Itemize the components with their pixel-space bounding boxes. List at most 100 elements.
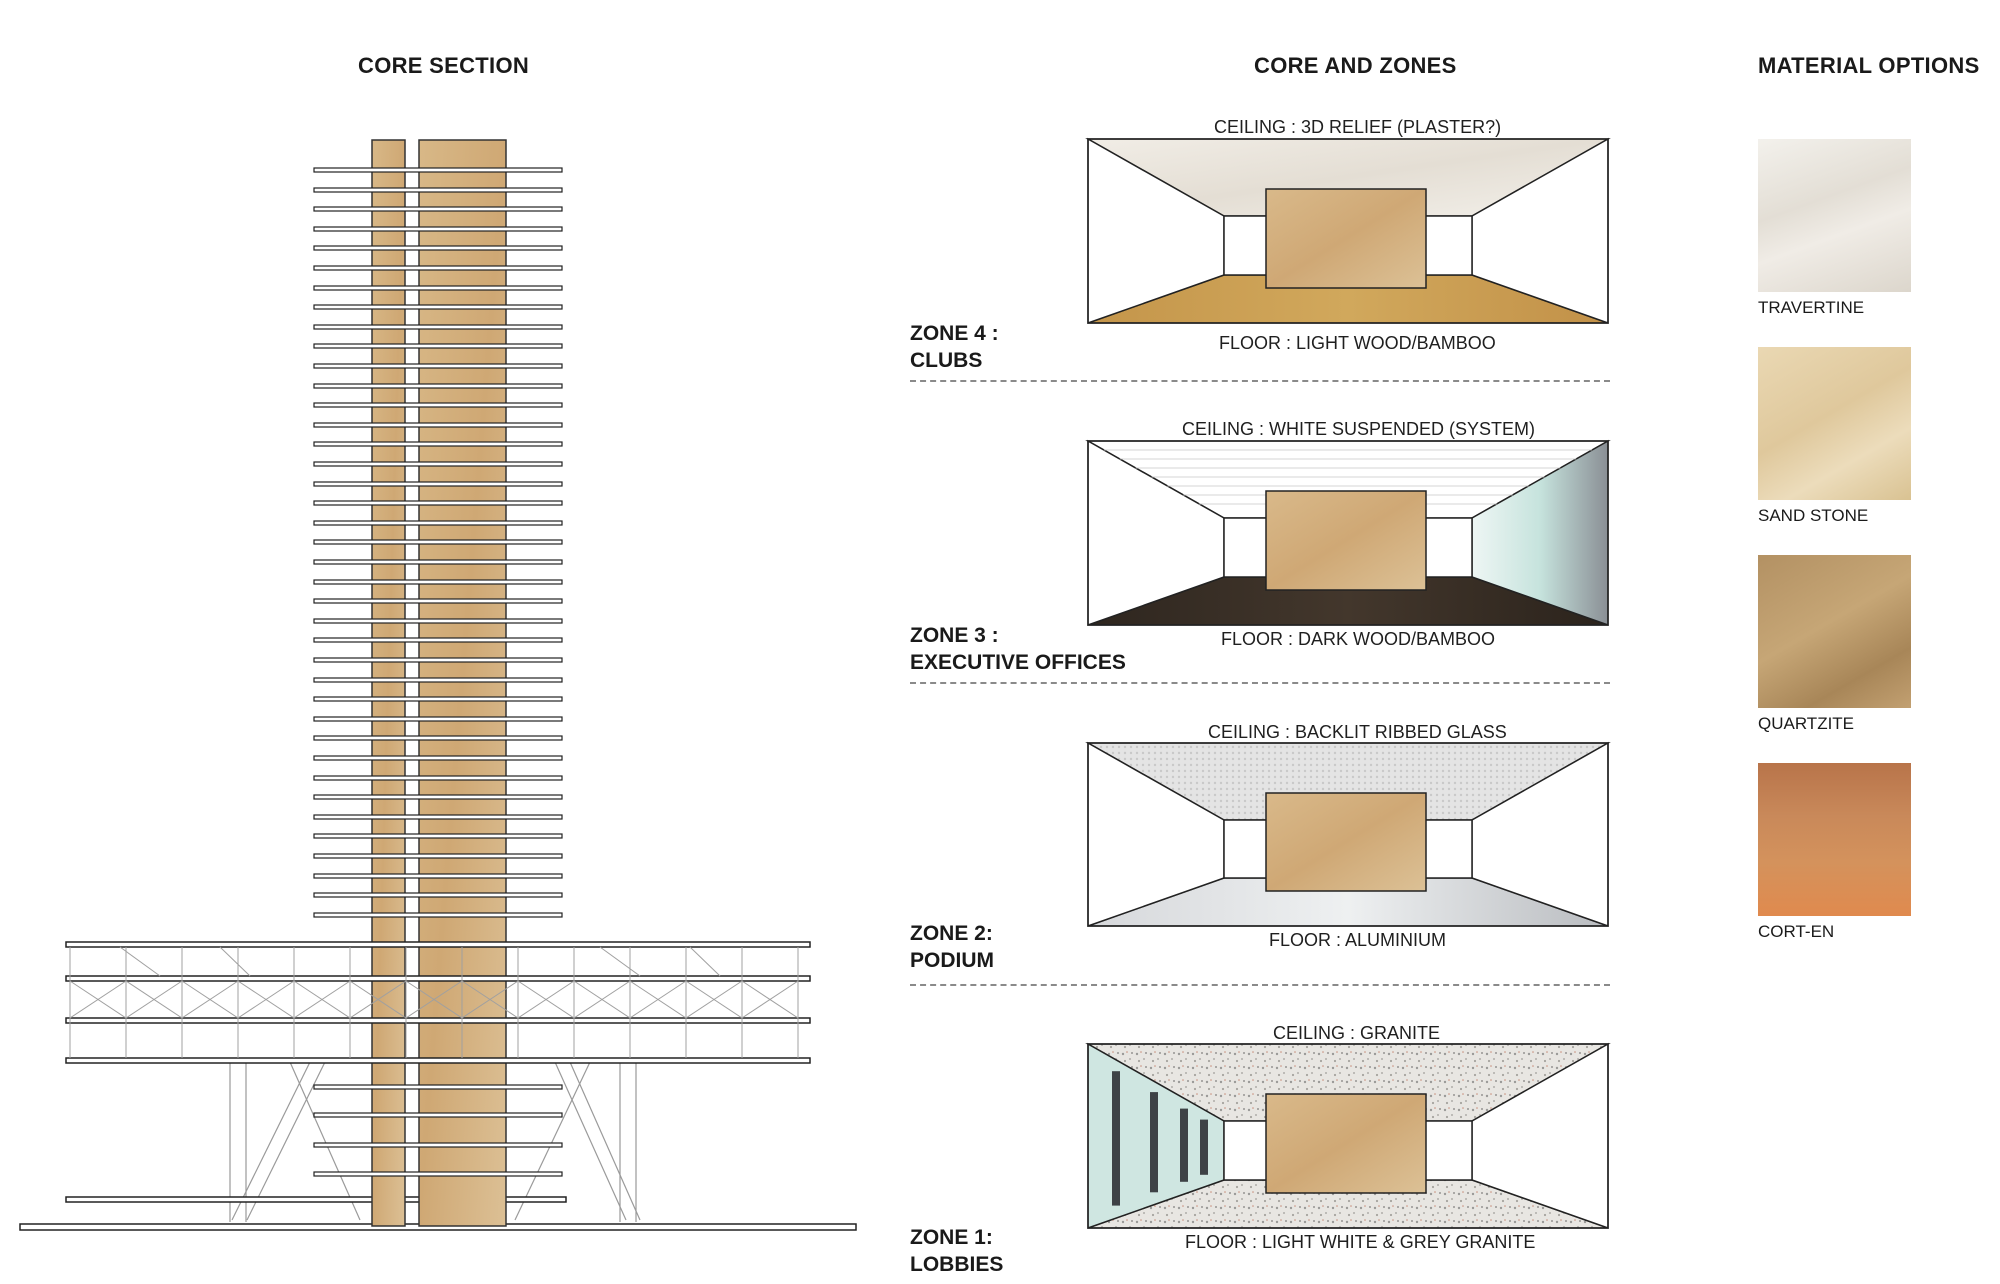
- podium-slab: [65, 975, 811, 982]
- floor-slab: [313, 1171, 563, 1177]
- cort-en-label: CORT-EN: [1758, 922, 1835, 941]
- room-left-wall: [1087, 741, 1225, 928]
- floor-slab: [313, 383, 563, 389]
- room-left-wall: [1087, 1042, 1225, 1230]
- zone-divider: [910, 984, 1610, 986]
- feature-wall: [1265, 1093, 1427, 1194]
- room-right-wall: [1471, 741, 1609, 928]
- room-frame: [1087, 1043, 1609, 1229]
- floor-slab: [313, 520, 563, 526]
- floor-slab: [313, 1112, 563, 1118]
- travertine-label: TRAVERTINE: [1758, 298, 1865, 317]
- zone-4-ceiling-label: CEILING : 3D RELIEF (PLASTER?): [1214, 117, 1502, 137]
- floor-slab: [313, 422, 563, 428]
- floor-slab: [313, 343, 563, 349]
- room-right-wall: [1471, 1042, 1609, 1230]
- room-floor: [1087, 274, 1609, 324]
- floor-slab: [313, 245, 563, 251]
- room-ceiling: [1085, 1043, 1611, 1122]
- floor-slab: [313, 481, 563, 487]
- floor-slab: [313, 187, 563, 193]
- room-back-wall: [1223, 215, 1473, 276]
- lower-bracing: [229, 1060, 641, 1222]
- glass-mullion: [1112, 1071, 1120, 1206]
- floor-slab: [313, 441, 563, 447]
- room-ceiling: [1085, 440, 1611, 519]
- core-and-zones-heading: CORE AND ZONES: [1254, 53, 1457, 78]
- floor-slab: [313, 285, 563, 291]
- podium-slab: [65, 1057, 811, 1064]
- floor-slab: [313, 618, 563, 624]
- podium-truss: [65, 941, 811, 1064]
- room-floor: [1087, 1179, 1609, 1229]
- feature-wall: [1265, 792, 1427, 892]
- feature-wall: [1265, 490, 1427, 591]
- floor-slab: [313, 1142, 563, 1148]
- floor-slab: [313, 363, 563, 369]
- room-frame: [1087, 138, 1609, 324]
- floor-slab: [313, 304, 563, 310]
- glass-mullion: [1150, 1092, 1158, 1193]
- sand-stone-label: SAND STONE: [1758, 506, 1869, 525]
- floor-slab: [313, 402, 563, 408]
- glass-mullion: [1200, 1119, 1208, 1175]
- floor-slab: [313, 775, 563, 781]
- room-floor: [1087, 576, 1609, 626]
- floor-slab: [313, 324, 563, 330]
- podium-slab: [65, 941, 811, 948]
- zone-1-ceiling-label: CEILING : GRANITE: [1273, 1023, 1441, 1043]
- room-frame: [1087, 440, 1609, 626]
- zone-1-label: ZONE 1: LOBBIES: [910, 1226, 1004, 1276]
- floor-slab: [65, 1196, 567, 1203]
- quartzite-label: QUARTZITE: [1758, 714, 1855, 733]
- floor-slab: [313, 265, 563, 271]
- podium-bracing: [69, 946, 799, 1058]
- zone-2-floor-label: FLOOR : ALUMINIUM: [1269, 930, 1447, 950]
- floor-slab: [313, 206, 563, 212]
- room-ceiling: [1085, 138, 1611, 217]
- floor-slab: [313, 226, 563, 232]
- floor-slab: [313, 500, 563, 506]
- floor-slab: [313, 716, 563, 722]
- room-back-wall: [1223, 1120, 1473, 1181]
- floor-slab: [313, 892, 563, 898]
- zone-divider: [910, 380, 1610, 382]
- room-back-wall: [1223, 819, 1473, 879]
- floor-slab: [313, 696, 563, 702]
- zone-room-1: [1085, 1042, 1611, 1230]
- floor-slab: [313, 794, 563, 800]
- material-options-heading: MATERIAL OPTIONS: [1758, 53, 1980, 78]
- room-left-wall: [1087, 137, 1225, 325]
- floor-slab: [313, 677, 563, 683]
- tower-floor-slabs: [313, 167, 563, 1177]
- feature-wall: [1265, 188, 1427, 289]
- zone-room-3: [1085, 439, 1611, 627]
- core-section-heading: CORE SECTION: [358, 53, 530, 78]
- core-column-left: [371, 139, 406, 1227]
- zone-4-floor-label: FLOOR : LIGHT WOOD/BAMBOO: [1219, 333, 1496, 353]
- floor-slab: [313, 167, 563, 173]
- floor-slab: [313, 637, 563, 643]
- room-back-wall: [1223, 517, 1473, 578]
- sand-stone-swatch: [1758, 347, 1911, 500]
- room-floor: [1087, 877, 1609, 927]
- glass-mullion: [1180, 1108, 1188, 1182]
- floor-slab: [313, 853, 563, 859]
- podium-slab: [65, 1017, 811, 1024]
- zone-room-2: [1085, 741, 1611, 928]
- cort-en-swatch: [1758, 763, 1911, 916]
- room-frame: [1087, 742, 1609, 927]
- floor-slab: [313, 579, 563, 585]
- zone-3-ceiling-label: CEILING : WHITE SUSPENDED (SYSTEM): [1182, 419, 1536, 439]
- zone-1-floor-label: FLOOR : LIGHT WHITE & GREY GRANITE: [1185, 1232, 1536, 1252]
- room-left-wall: [1087, 439, 1225, 627]
- floor-slab: [313, 559, 563, 565]
- floor-slab: [313, 657, 563, 663]
- floor-slab: [313, 1084, 563, 1090]
- zone-3-label: ZONE 3 : EXECUTIVE OFFICES: [910, 624, 1126, 674]
- room-right-wall: [1471, 439, 1609, 627]
- floor-slab: [313, 755, 563, 761]
- travertine-swatch: [1758, 139, 1911, 292]
- zone-3-floor-label: FLOOR : DARK WOOD/BAMBOO: [1221, 629, 1496, 649]
- floor-slab: [313, 814, 563, 820]
